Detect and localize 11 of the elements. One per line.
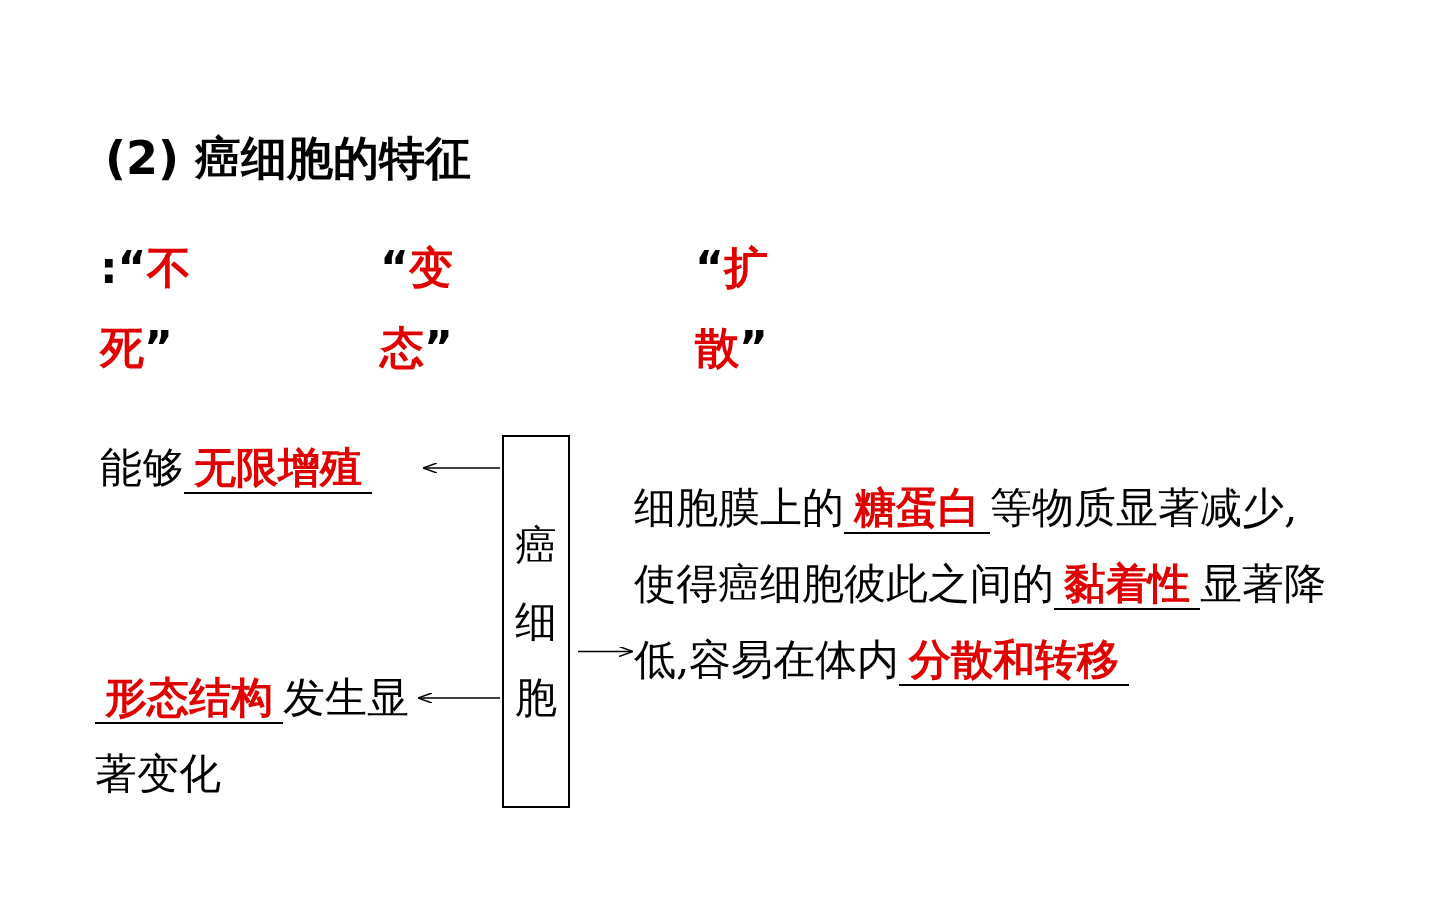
answer-label: “扩散” [695,241,769,375]
arrow [577,645,634,658]
feature-text: 形态结构发生显著变化 [95,660,415,812]
title: (2) 癌细胞的特征 [105,130,472,187]
answer-label: :“不死” [100,241,192,375]
arrow [417,692,501,704]
cell-box: 癌细胞 [502,435,570,808]
answer-label: “变态” [380,241,454,375]
feature-text: 能够无限增殖 [100,430,420,506]
arrow [422,462,501,474]
feature-text: 细胞膜上的糖蛋白等物质显著减少,使得癌细胞彼此之间的黏着性显著降低,容易在体内分散和转移 [634,470,1334,698]
